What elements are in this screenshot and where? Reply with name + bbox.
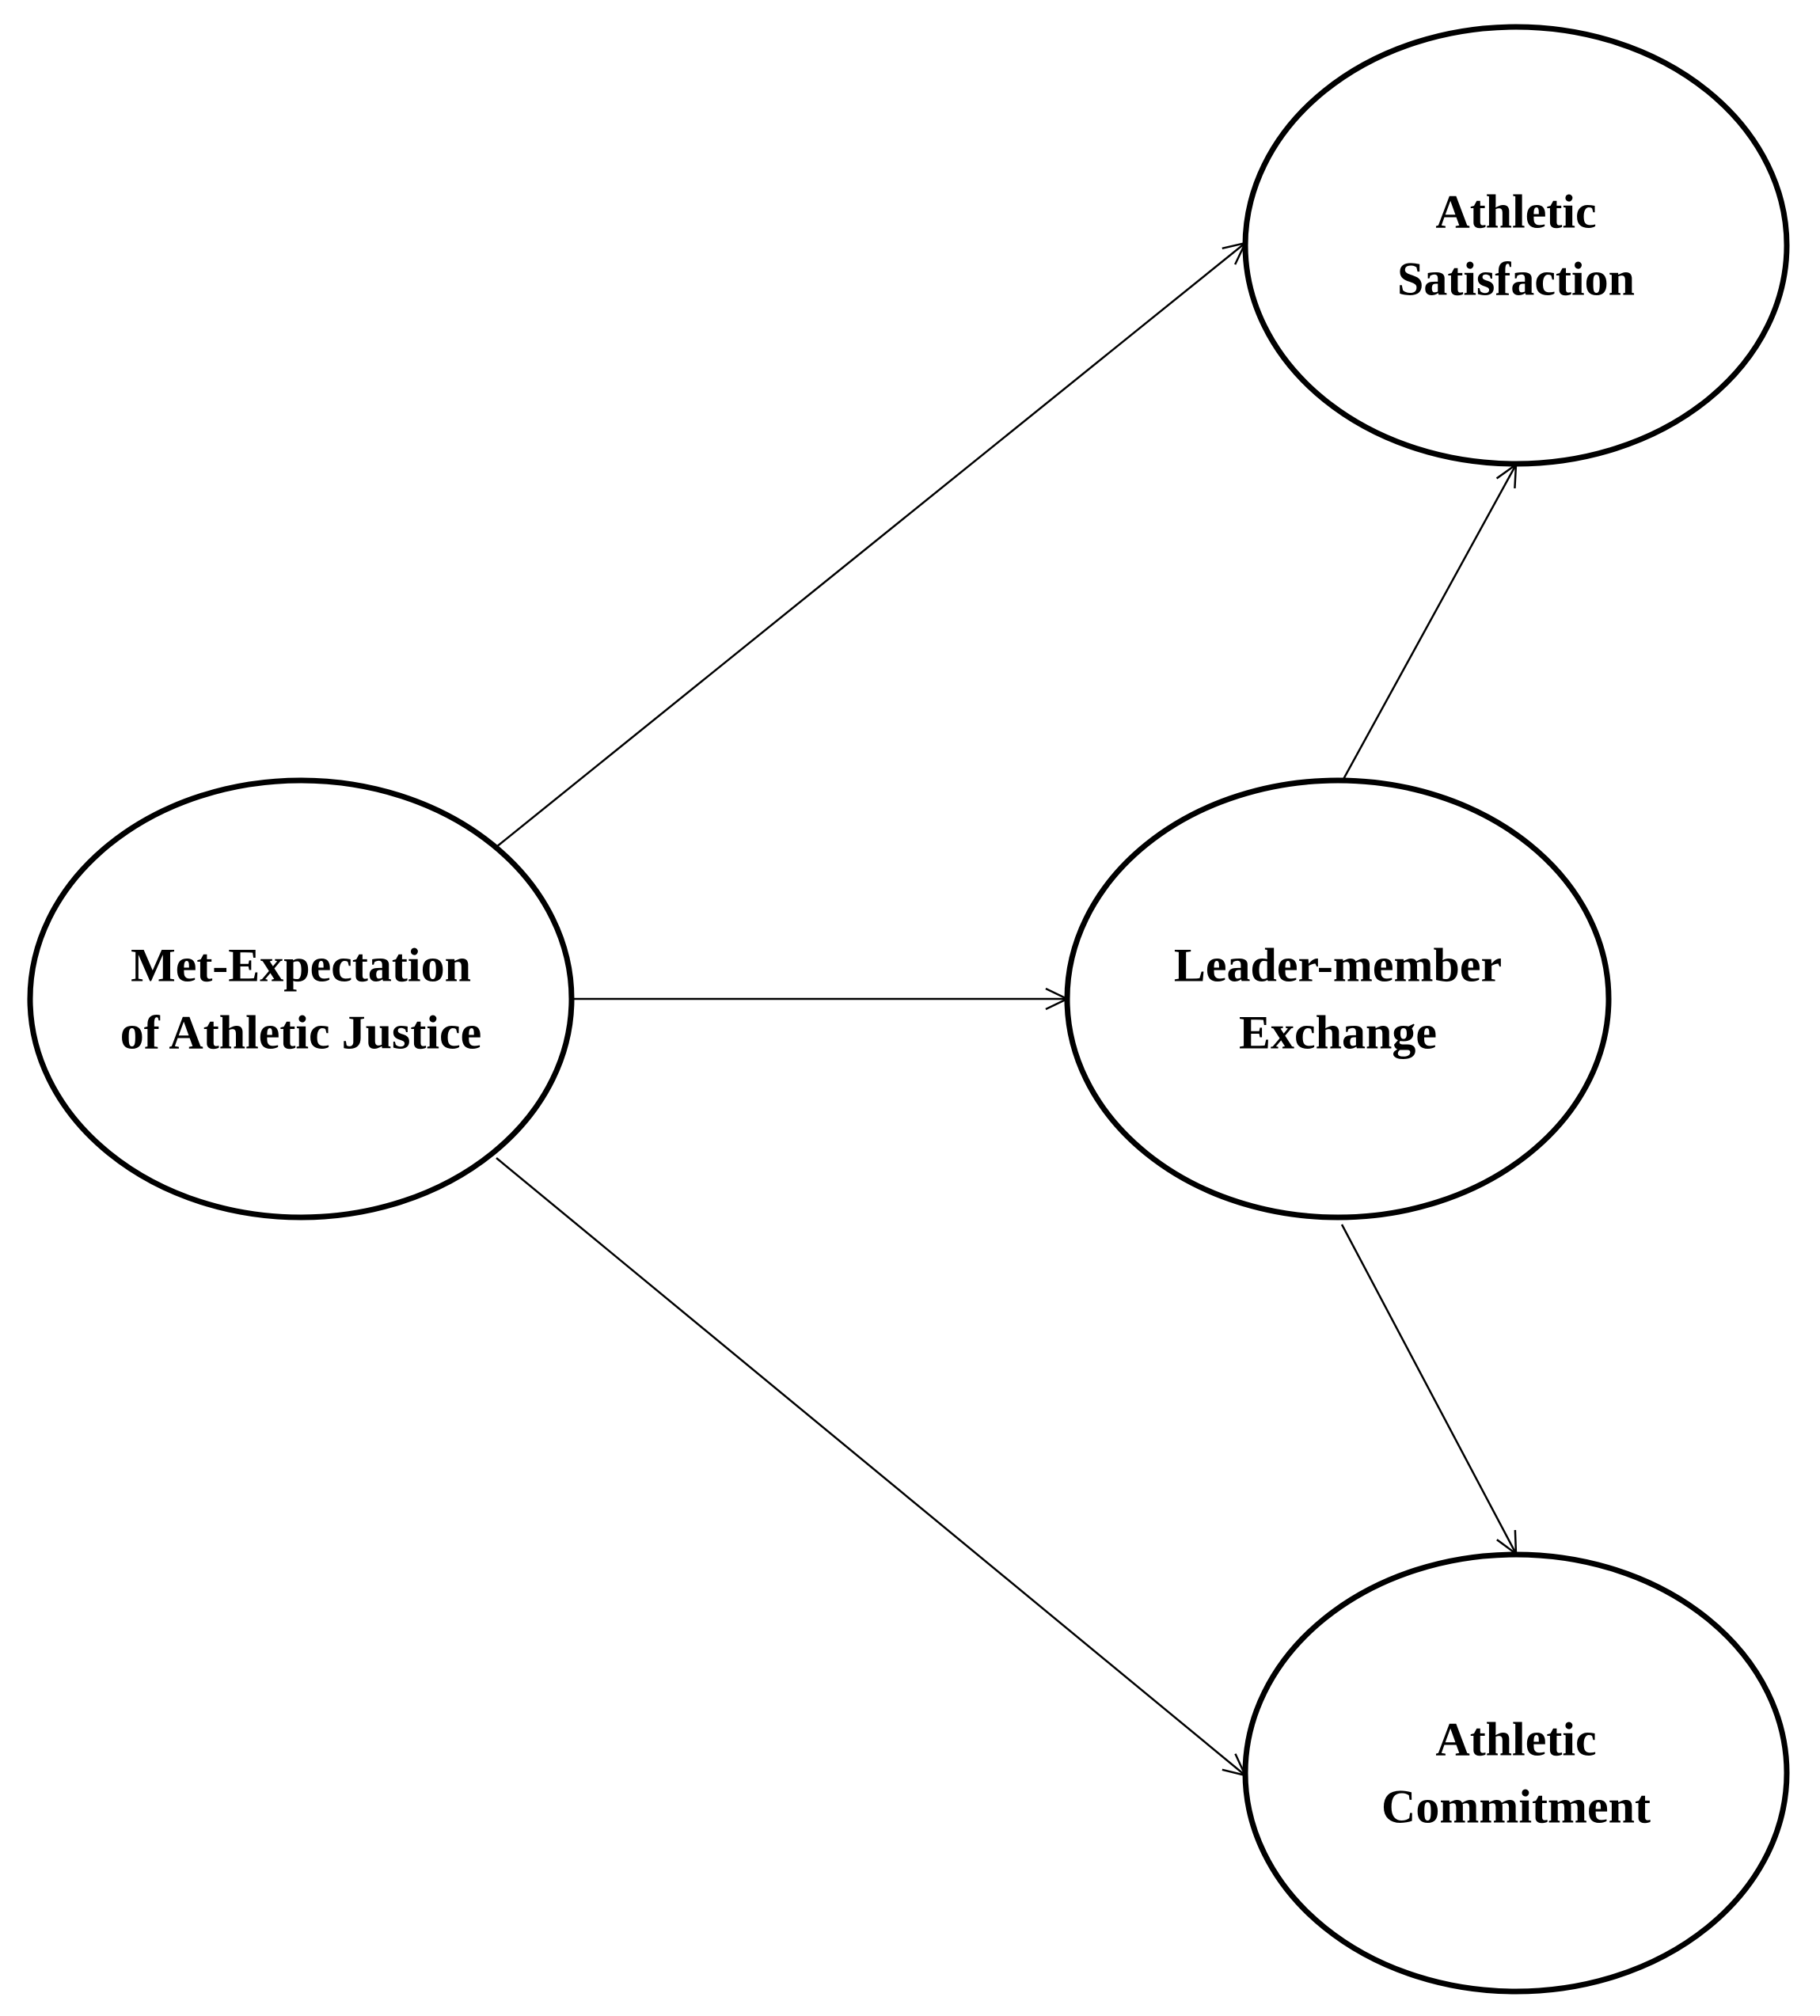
node-label-line: Athletic (1435, 186, 1596, 238)
node-label-line: Exchange (1239, 1007, 1437, 1059)
node-ellipse (1242, 1551, 1790, 1995)
node-label-line: Leader-member (1174, 940, 1502, 992)
arrow-met-expectation-to-athletic-satisfaction (496, 241, 1248, 848)
nodes: Met-Expectation of Athletic Justice Leader… (27, 24, 1790, 1995)
node-ellipse (1064, 777, 1612, 1221)
node-label-line: Met-Expectation (131, 940, 471, 992)
arrow-met-expectation-to-leader-member-exchange (574, 987, 1070, 1011)
node-ellipse (1242, 24, 1790, 467)
edges (496, 241, 1518, 1777)
node-label-line: Satisfaction (1397, 253, 1635, 306)
arrow-leader-member-exchange-to-athletic-satisfaction (1340, 462, 1518, 783)
edge-line (1340, 464, 1518, 783)
node-met-expectation: Met-Expectation of Athletic Justice (27, 777, 575, 1221)
node-label-line: Athletic (1435, 1714, 1596, 1766)
node-label-line: of Athletic Justice (120, 1007, 482, 1059)
arrow-leader-member-exchange-to-athletic-commitment (1340, 1224, 1518, 1556)
edge-line (496, 1157, 1246, 1776)
edge-line (1340, 1224, 1518, 1555)
node-ellipse (27, 777, 575, 1221)
node-label-line: Commitment (1381, 1781, 1651, 1833)
arrow-met-expectation-to-athletic-commitment (496, 1157, 1248, 1777)
edge-line (496, 242, 1246, 848)
